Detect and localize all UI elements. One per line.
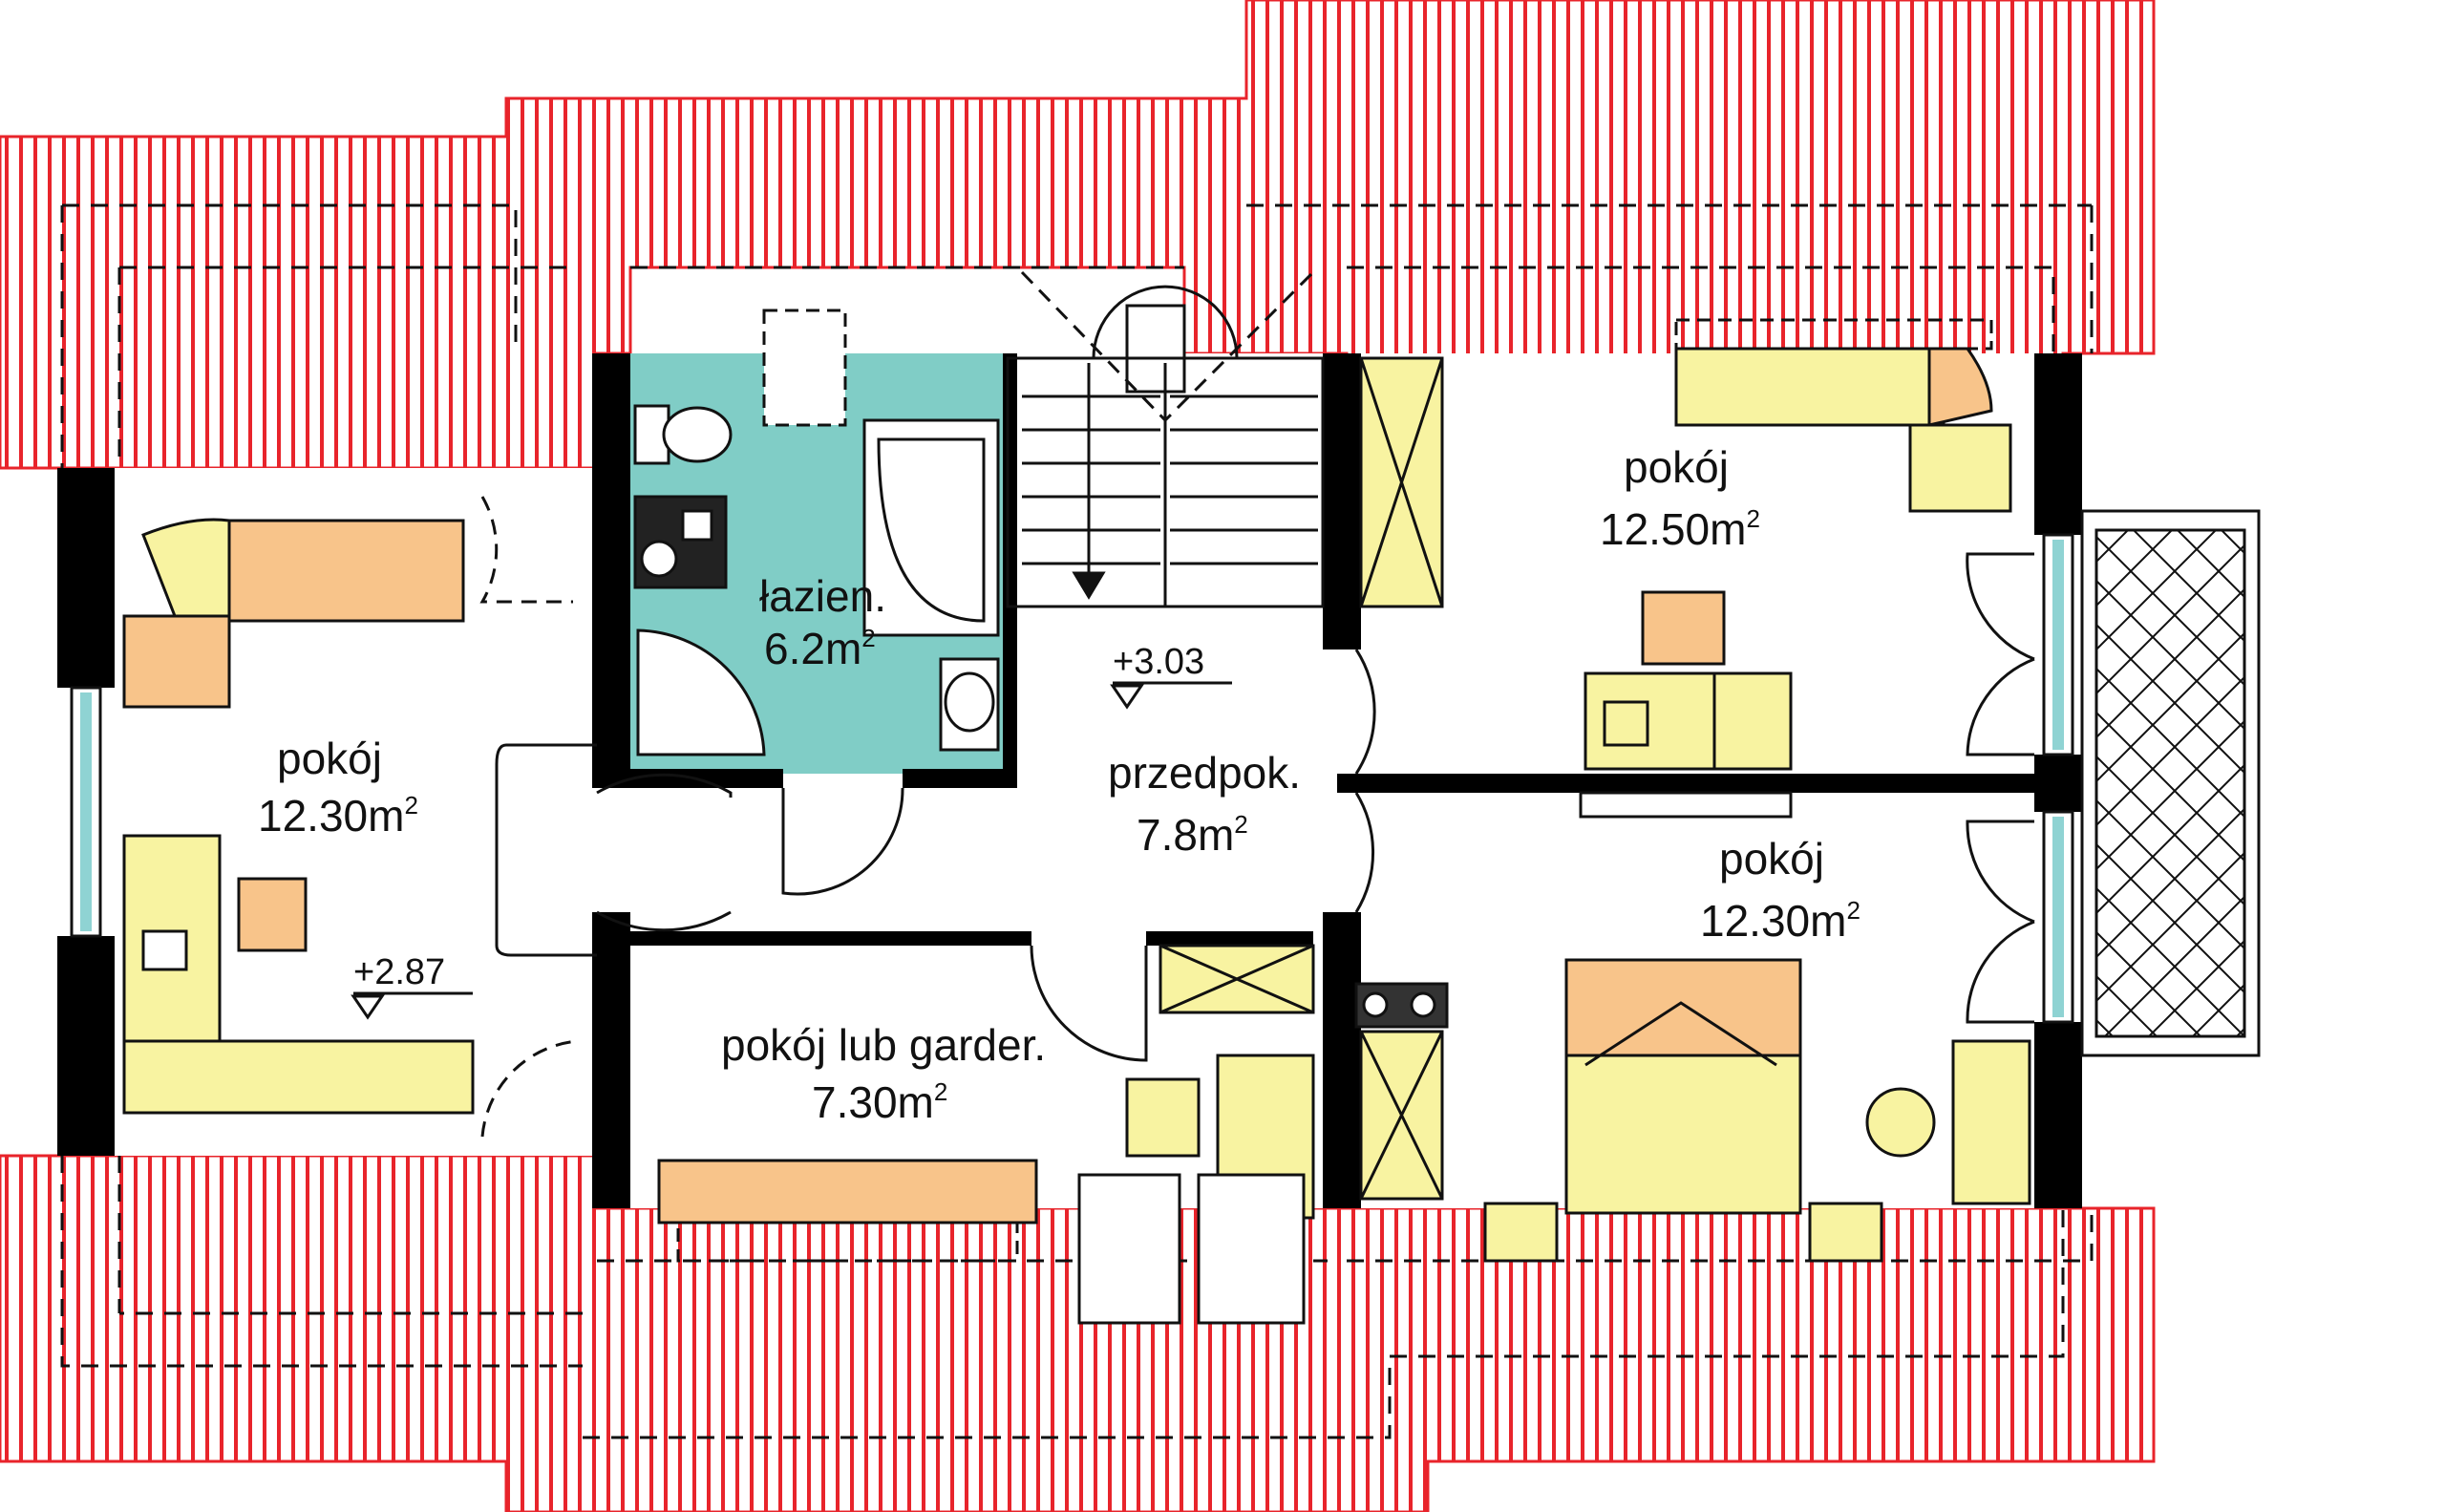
furniture-dressing-room [657,1054,1315,1325]
room-labels: pokój 12.30m2 łazien. 6.2m2 przedpok. 7.… [258,442,1860,1127]
room-se-label: pokój [1719,834,1824,884]
room-dressing-label: pokój lub garder. [721,1020,1046,1070]
balcony [2080,509,2261,1057]
bathroom-area: 6.2m2 [764,624,876,673]
level-west: +2.87 [353,952,445,992]
doors [479,496,2035,1138]
bath-window-box [762,309,847,427]
furniture-west-room [122,518,475,1115]
room-west-area: 12.30m2 [258,791,418,841]
bathroom-fixtures [633,309,1000,756]
chair-dressing [1125,1077,1201,1158]
sofa-west [223,519,465,623]
sofa-dressing [657,1159,1038,1225]
furniture-se-room [1483,958,2031,1263]
staircase [1006,270,1325,608]
armchair-se [1865,1087,1936,1158]
cabinets [1159,356,1449,1201]
bathroom-label: łazien. [759,571,886,621]
level-marks: +3.03 +2.87 [351,642,1232,1020]
hall-area: 7.8m2 [1137,810,1248,860]
hall-label: przedpok. [1108,748,1301,798]
level-hall: +3.03 [1113,642,1204,682]
room-ne-label: pokój [1624,442,1729,492]
chair-west [237,877,308,952]
level-west-triangle [351,994,385,1020]
roof [0,0,2156,1512]
furniture-ne-room [1579,318,2012,819]
shower [636,628,766,756]
room-se-area: 12.30m2 [1700,896,1860,946]
level-hall-triangle [1110,684,1144,710]
room-ne-area: 12.50m2 [1600,504,1760,554]
sofa-ne [1674,347,1945,427]
chair-ne [1641,590,1726,666]
walls [57,353,2082,1208]
room-dressing-area: 7.30m2 [812,1077,947,1127]
dresser-se [1951,1039,2031,1205]
room-west-label: pokój [277,734,382,783]
windows [70,533,2074,1024]
